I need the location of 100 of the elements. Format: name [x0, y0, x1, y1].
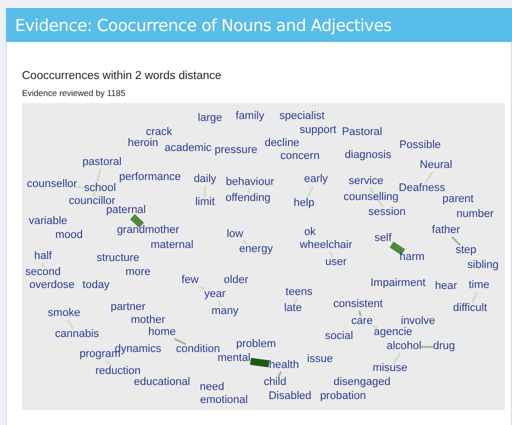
review-note: Evidence reviewed by 1185 — [22, 88, 126, 98]
cooccurrence-link — [369, 187, 384, 208]
cooccurrence-link — [105, 360, 113, 367]
word-label: many — [212, 306, 238, 318]
cooccurrence-link — [250, 358, 270, 368]
word-label: issue — [307, 354, 333, 366]
word-label: parent — [442, 194, 474, 206]
word-label: father — [432, 225, 460, 237]
word-label: academic — [164, 143, 212, 155]
word-label: Disabled — [268, 391, 312, 403]
cooccurrence-link — [218, 300, 222, 307]
cooccurrence-link — [372, 324, 378, 328]
word-label: performance — [119, 172, 181, 184]
word-label: paternal — [106, 205, 146, 217]
word-label: agencie — [374, 327, 412, 339]
word-label: care — [351, 316, 373, 328]
word-label: probation — [320, 391, 366, 403]
word-label: counsellor — [26, 179, 78, 191]
word-label: time — [468, 280, 490, 292]
cooccurrence-link — [471, 291, 478, 304]
cooccurrence-link — [424, 171, 434, 184]
word-label: offending — [225, 193, 271, 205]
cooccurrence-link — [277, 371, 282, 378]
word-label: teens — [286, 287, 312, 299]
cooccurrence-link — [306, 185, 314, 199]
word-label: Possible — [399, 140, 441, 152]
cooccurrence-link — [358, 310, 362, 316]
cooccurrence-link — [392, 352, 402, 364]
word-label: home — [148, 327, 176, 339]
word-label: social — [324, 331, 354, 343]
cooccurrence-link — [328, 251, 334, 258]
word-label: mother — [130, 315, 166, 327]
word-label: alcohol — [386, 341, 422, 353]
word-label: year — [204, 289, 226, 301]
word-label: user — [325, 257, 347, 269]
word-label: disengaged — [334, 377, 390, 389]
word-label: specialist — [279, 111, 325, 123]
cooccurrence-link — [198, 284, 206, 290]
word-label: number — [456, 209, 494, 221]
word-label: councillor — [68, 196, 116, 208]
word-label: involve — [400, 316, 436, 328]
word-label: mental — [217, 353, 251, 365]
cooccurrence-link — [42, 262, 44, 268]
word-label: today — [82, 280, 110, 292]
word-label: condition — [176, 344, 220, 356]
cooccurrence-link — [92, 168, 102, 196]
word-label: misuse — [372, 363, 408, 375]
word-label: hear — [434, 281, 458, 293]
word-label: support — [300, 125, 336, 137]
word-label: pressure — [214, 145, 258, 157]
word-label: partner — [110, 302, 146, 314]
word-label: difficult — [452, 303, 488, 315]
word-label: behaviour — [226, 177, 274, 189]
word-label: second — [25, 267, 61, 279]
word-label: Neural — [420, 160, 452, 172]
word-label: limit — [195, 197, 215, 209]
word-label: step — [456, 245, 476, 257]
cooccurrence-link — [204, 186, 206, 198]
word-label: mood — [55, 230, 83, 242]
word-label: older — [224, 275, 248, 287]
word-label: health — [269, 360, 299, 372]
word-label: variable — [28, 216, 68, 228]
word-label: ok — [304, 227, 316, 239]
word-label: concern — [280, 151, 320, 163]
word-label: structure — [96, 253, 140, 265]
word-label: more — [125, 267, 151, 279]
word-label: counselling — [343, 192, 399, 204]
panel-title: Evidence: Coocurrence of Nouns and Adjectives — [15, 16, 392, 35]
cooccurrence-link — [451, 236, 461, 246]
word-label: cannabis — [54, 329, 100, 341]
word-label: Impairment — [370, 278, 426, 290]
word-label: session — [368, 207, 406, 219]
word-label: drug — [432, 341, 456, 353]
word-label: help — [294, 198, 314, 210]
word-label: late — [284, 303, 302, 315]
word-label: Pastoral — [342, 127, 382, 139]
word-label: smoke — [48, 308, 80, 320]
word-label: child — [264, 377, 286, 389]
word-label: daily — [194, 174, 216, 186]
cooccurrence-link — [248, 188, 250, 194]
word-label: diagnosis — [344, 150, 392, 162]
word-label: reduction — [95, 366, 141, 378]
word-label: grandmother — [116, 225, 180, 237]
cooccurrence-link — [130, 214, 144, 228]
word-label: decline — [264, 138, 300, 150]
word-label: sibling — [467, 260, 499, 272]
cooccurrence-link — [66, 319, 74, 330]
word-label: half — [34, 251, 52, 263]
word-label: overdose — [29, 280, 75, 292]
word-label: family — [236, 111, 264, 123]
word-label: low — [226, 229, 244, 241]
word-label: maternal — [150, 240, 194, 252]
word-label: early — [304, 174, 328, 186]
word-label: Deafness — [398, 183, 446, 195]
word-label: wheelchair — [300, 240, 352, 252]
word-label: few — [181, 275, 199, 287]
word-label: problem — [236, 339, 276, 351]
word-label: emotional — [200, 395, 248, 407]
cooccurrence-link — [76, 186, 84, 189]
word-label: pastoral — [82, 157, 122, 169]
